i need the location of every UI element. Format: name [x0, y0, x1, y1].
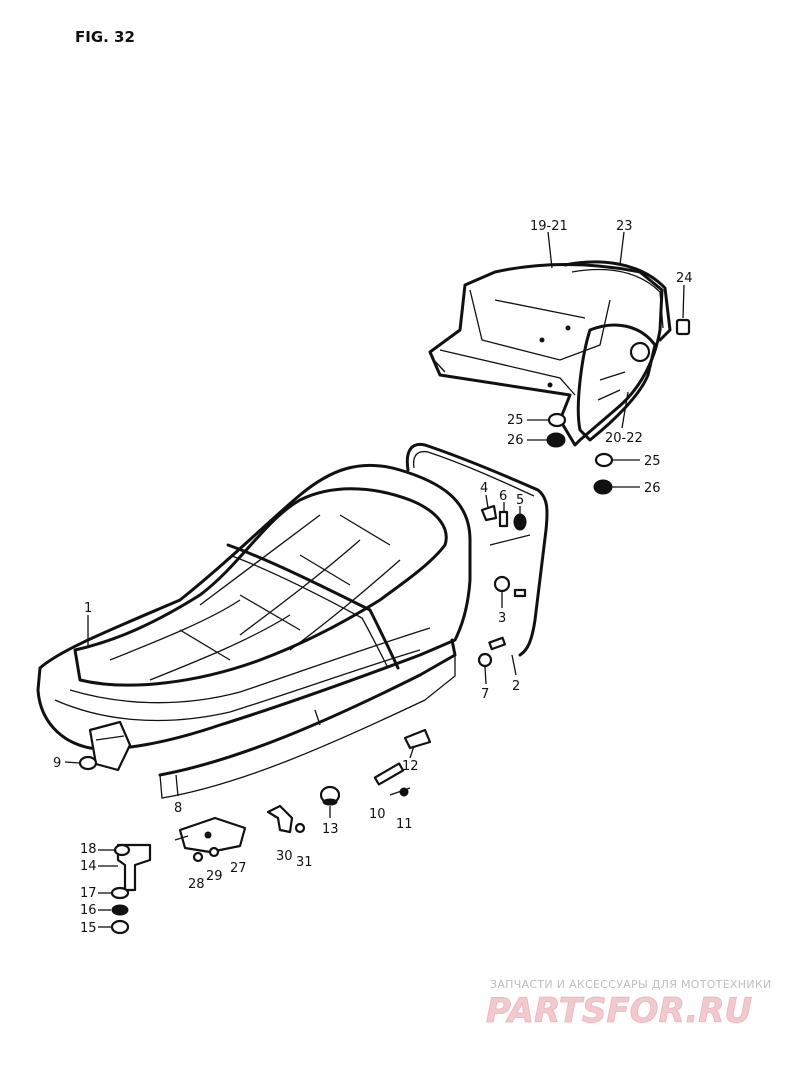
- hardware-small-parts: [78, 412, 614, 935]
- callout-5: 5: [516, 493, 524, 508]
- callout-3: 3: [498, 611, 506, 626]
- callout-7: 7: [481, 687, 489, 702]
- callout-27: 27: [230, 861, 247, 876]
- callout-24: 24: [676, 271, 693, 286]
- grab-bar-drawing: [405, 442, 549, 657]
- watermark-logo: PARTSFOR.RU: [486, 991, 752, 1031]
- tail-box-drawing: [428, 260, 691, 447]
- callout-18: 18: [80, 842, 97, 857]
- callout-25-right: 25: [644, 454, 661, 469]
- callout-labels: 1 2 3 4 5 6 7 8 9 10 11 12 13 14 15 16 1…: [53, 219, 693, 936]
- callout-11: 11: [396, 817, 413, 832]
- callout-14: 14: [80, 859, 97, 874]
- callout-25-left: 25: [507, 413, 524, 428]
- callout-29: 29: [206, 869, 223, 884]
- callout-31: 31: [296, 855, 313, 870]
- callout-9: 9: [53, 756, 61, 771]
- watermark: ЗАПЧАСТИ И АКСЕССУАРЫ ДЛЯ МОТОТЕХНИКИ PA…: [486, 978, 772, 1031]
- callout-15: 15: [80, 921, 97, 936]
- callout-10: 10: [369, 807, 386, 822]
- callout-1: 1: [84, 601, 92, 616]
- callout-26-left: 26: [507, 433, 524, 448]
- callout-26-right: 26: [644, 481, 661, 496]
- callout-28: 28: [188, 877, 205, 892]
- seat-drawing: [36, 463, 472, 799]
- callout-20-22: 20-22: [605, 431, 643, 446]
- figure-title: FIG. 32: [75, 28, 135, 46]
- watermark-tagline: ЗАПЧАСТИ И АКСЕССУАРЫ ДЛЯ МОТОТЕХНИКИ: [490, 978, 772, 991]
- leader-lines: [64, 231, 685, 928]
- callout-30: 30: [276, 849, 293, 864]
- callout-4: 4: [480, 481, 488, 496]
- callout-2: 2: [512, 679, 520, 694]
- callout-16: 16: [80, 903, 97, 918]
- callout-17: 17: [80, 886, 97, 901]
- callout-13: 13: [322, 822, 339, 837]
- callout-23: 23: [616, 219, 633, 234]
- callout-8: 8: [174, 801, 182, 816]
- callout-6: 6: [499, 489, 507, 504]
- callout-12: 12: [402, 759, 419, 774]
- callout-19-21: 19-21: [530, 219, 568, 234]
